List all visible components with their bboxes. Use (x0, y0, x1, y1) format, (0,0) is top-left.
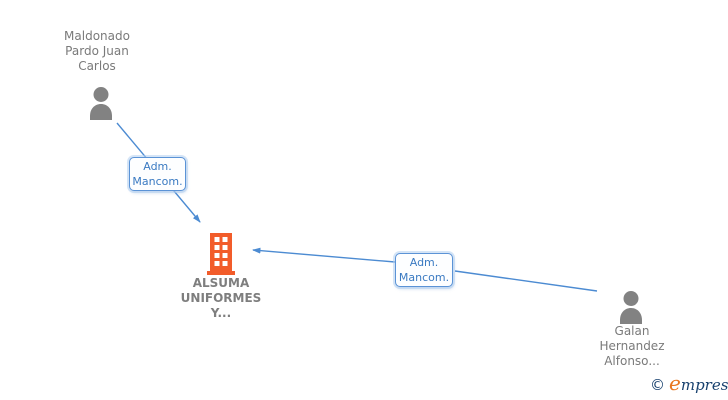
person-label-maldonado[interactable]: Maldonado Pardo Juan Carlos (64, 29, 130, 73)
edge-label-adm-mancom-1: Adm. Mancom. (129, 157, 186, 191)
edge-line-galan-segment (454, 270, 598, 292)
person-icon (620, 291, 642, 324)
empresia-logo[interactable]: © e mpresia (650, 373, 728, 394)
edge-line-alsuma-arrow-segment (252, 247, 396, 263)
brand-first-letter: e (669, 371, 681, 395)
edge-label-adm-mancom-2: Adm. Mancom. (395, 253, 453, 287)
brand-text: mpresia (680, 376, 728, 394)
person-node-maldonado[interactable] (85, 86, 117, 124)
copyright-icon: © (650, 376, 665, 394)
person-node-galan[interactable] (615, 290, 647, 328)
person-label-galan[interactable]: Galan Hernandez Alfonso... (599, 324, 665, 368)
company-node-alsuma[interactable] (207, 233, 235, 279)
company-label-alsuma[interactable]: ALSUMA UNIFORMES Y... (180, 276, 262, 320)
person-icon (90, 87, 112, 120)
building-icon (207, 233, 235, 275)
